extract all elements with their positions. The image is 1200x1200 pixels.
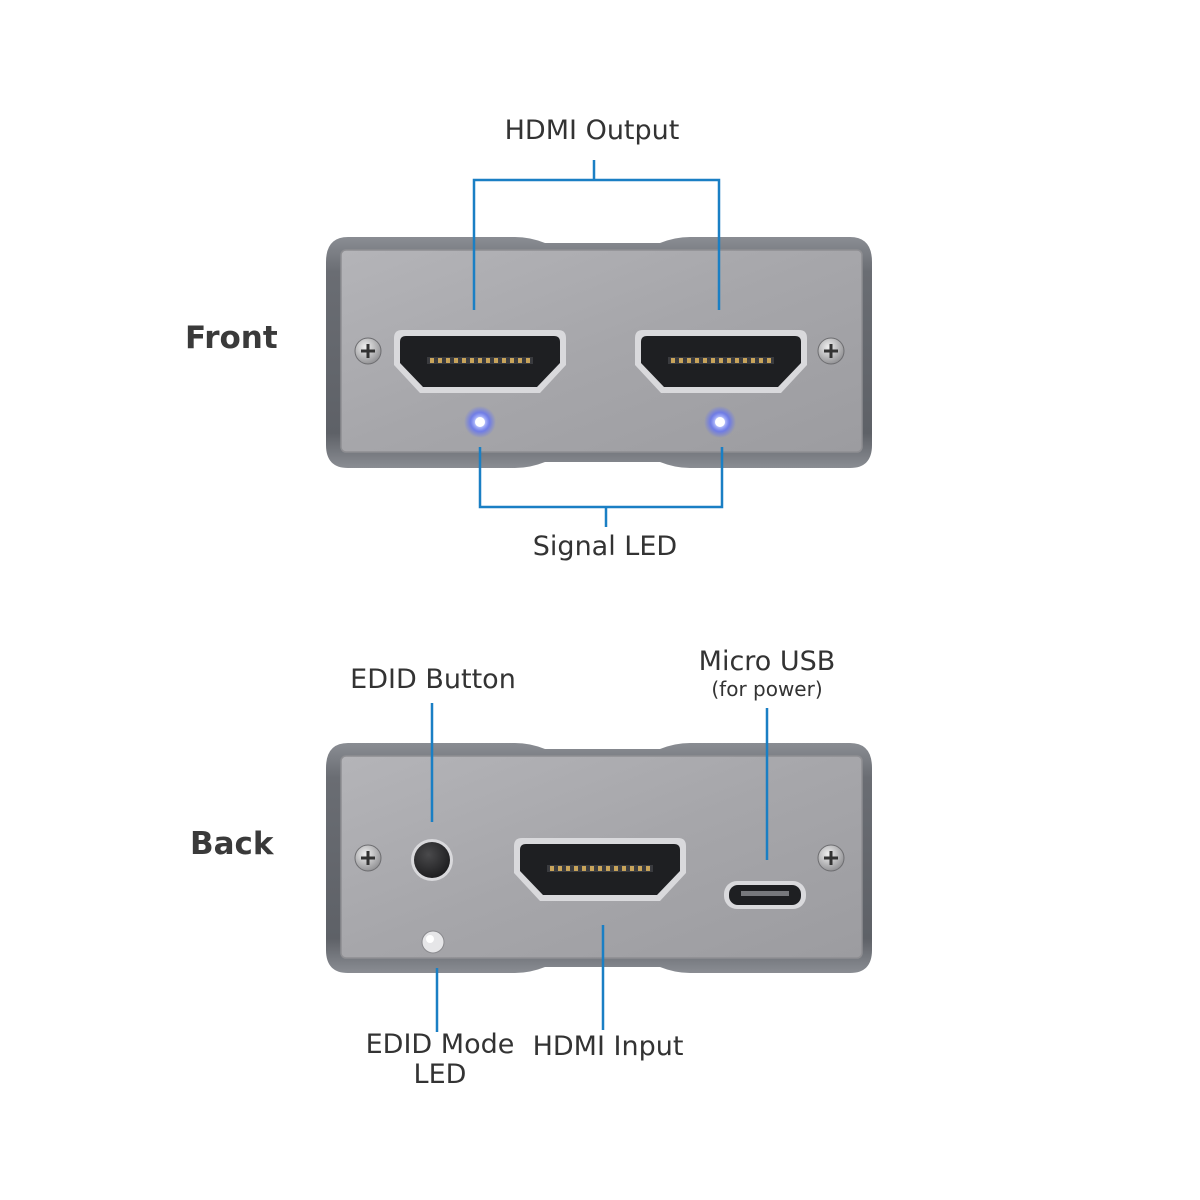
- front-panel: [340, 249, 863, 453]
- screw-icon: [817, 337, 845, 365]
- edid-mode-led: [421, 930, 445, 954]
- screw-icon: [817, 844, 845, 872]
- back-device: [326, 743, 872, 973]
- hdmi-input-port: [514, 838, 686, 901]
- signal-led-label: Signal LED: [532, 531, 678, 562]
- edid-button: [411, 839, 453, 881]
- edid-mode-led-label: EDID Mode LED: [366, 1030, 515, 1090]
- front-device: [326, 237, 872, 468]
- hdmi-output-port-1: [394, 330, 566, 393]
- edid-mode-led-label-line1: EDID Mode: [365, 1029, 515, 1060]
- edid-mode-led-label-line2: LED: [413, 1059, 467, 1090]
- signal-led-callout-line: [478, 447, 724, 527]
- hdmi-output-port-2: [635, 330, 807, 393]
- micro-usb-sublabel: (for power): [711, 677, 823, 701]
- micro-usb-port: [724, 881, 806, 909]
- hdmi-input-label: HDMI Input: [532, 1031, 684, 1062]
- screw-icon: [354, 337, 382, 365]
- micro-usb-label: Micro USB: [698, 646, 836, 677]
- hdmi-output-label: HDMI Output: [504, 115, 680, 146]
- hdmi-output-callout-line: [472, 160, 721, 310]
- front-label: Front: [185, 320, 278, 356]
- screw-icon: [354, 844, 382, 872]
- back-label: Back: [190, 826, 274, 862]
- edid-button-label: EDID Button: [350, 664, 516, 695]
